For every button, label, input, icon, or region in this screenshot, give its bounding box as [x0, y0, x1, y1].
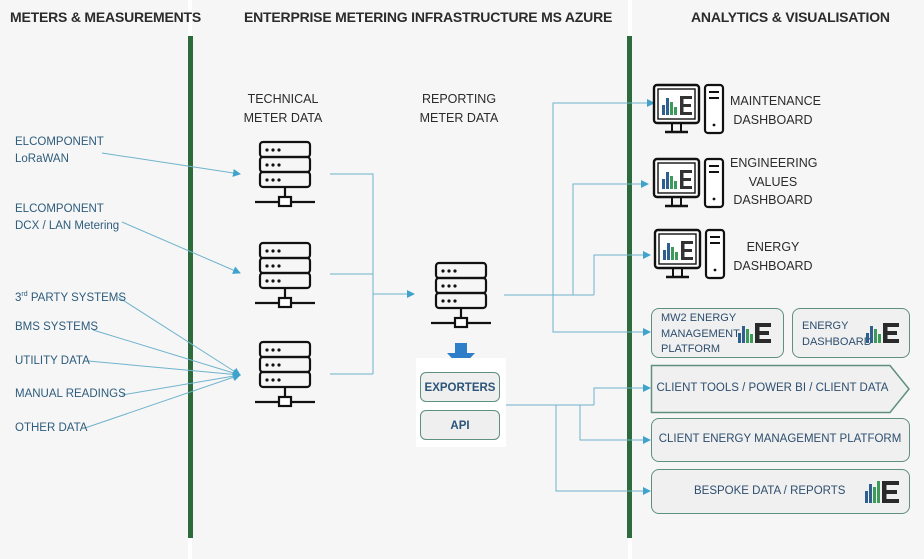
- mw2-line2: MANAGEMENT: [661, 327, 740, 340]
- wire-lorawan: [101, 152, 241, 177]
- wire-engineering: [572, 180, 649, 295]
- maintenance-line2: DASHBOARD: [733, 112, 813, 127]
- engineering-line2: VALUES: [748, 174, 798, 189]
- dashboard-workstation-icon: [652, 157, 725, 209]
- dashboard-workstation-icon: [652, 83, 725, 135]
- wire-bms: [92, 329, 241, 377]
- source-utility: UTILITY DATA: [15, 355, 90, 367]
- server-icon: [255, 340, 315, 408]
- bespoke-box[interactable]: BESPOKE DATA / REPORTS: [651, 469, 910, 514]
- source-dcx: ELCOMPONENT DCX / LAN Metering: [15, 201, 119, 235]
- client-tools-box[interactable]: [650, 364, 912, 414]
- down-arrow-icon: [447, 343, 475, 368]
- engineering-dashboard-label: ENGINEERING VALUES DASHBOARD: [730, 154, 818, 210]
- wire-3rd-party: [117, 296, 241, 376]
- engineering-line1: ENGINEERING: [730, 156, 818, 170]
- source-manual: MANUAL READINGS: [15, 388, 126, 400]
- reporting-server-icon: [431, 261, 491, 329]
- technical-line1: TECHNICAL: [247, 92, 319, 106]
- api-button[interactable]: API: [420, 410, 500, 440]
- divider-left: [188, 36, 193, 538]
- technical-meter-data-label: TECHNICAL METER DATA: [240, 90, 326, 128]
- mw2-line3: PLATFORM: [661, 343, 721, 355]
- server-icon: [255, 140, 315, 208]
- client-emp-box[interactable]: CLIENT ENERGY MANAGEMENT PLATFORM: [651, 418, 910, 462]
- elcomponent-logo-icon: [738, 323, 771, 343]
- wire-dcx: [121, 221, 241, 274]
- energy-box-line1: ENERGY: [802, 320, 849, 332]
- mw2-platform-box[interactable]: MW2 ENERGY MANAGEMENT PLATFORM: [651, 308, 784, 358]
- wire-other: [84, 373, 241, 429]
- mw2-line1: MW2 ENERGY: [661, 312, 737, 324]
- bespoke-label: BESPOKE DATA / REPORTS: [694, 485, 846, 497]
- column-header-infrastructure: ENTERPRISE METERING INFRASTRUCTURE MS AZ…: [244, 9, 613, 25]
- source-dcx-line2: DCX / LAN Metering: [15, 220, 120, 232]
- wire-utility: [87, 360, 241, 379]
- exporters-button[interactable]: EXPORTERS: [420, 372, 500, 402]
- source-3rd-sup: rd: [21, 291, 28, 298]
- wire-client-tools: [593, 384, 651, 405]
- source-other: OTHER DATA: [15, 422, 88, 434]
- energy-box-line2: DASHBOARD: [802, 336, 872, 348]
- reporting-line1: REPORTING: [421, 92, 497, 106]
- reporting-meter-data-label: REPORTING METER DATA: [416, 90, 502, 128]
- dashboard-workstation-icon: [653, 228, 726, 280]
- client-emp-label: CLIENT ENERGY MANAGEMENT PLATFORM: [658, 433, 902, 445]
- energy-dashboard-label: ENERGY DASHBOARD: [730, 238, 816, 275]
- elcomponent-logo-icon: [866, 323, 899, 343]
- source-lorawan-line1: ELCOMPONENT: [15, 136, 104, 148]
- column-header-analytics: ANALYTICS & VISUALISATION: [691, 9, 890, 25]
- reporting-line2: METER DATA: [419, 111, 499, 125]
- source-lorawan-line2: LoRaWAN: [15, 153, 69, 165]
- engineering-line3: DASHBOARD: [733, 193, 813, 207]
- technical-line2: METER DATA: [243, 111, 323, 125]
- maintenance-line1: MAINTENANCE: [730, 94, 821, 108]
- wire-energy: [593, 251, 651, 295]
- column-header-meters: METERS & MEASUREMENTS: [10, 9, 202, 25]
- wire-maintenance: [552, 99, 655, 295]
- divider-right: [627, 36, 632, 538]
- wire-tech-1: [330, 173, 374, 374]
- energy-line1: ENERGY: [746, 240, 800, 254]
- energy-dashboard-box[interactable]: ENERGY DASHBOARD: [792, 308, 910, 358]
- maintenance-dashboard-label: MAINTENANCE DASHBOARD: [730, 92, 821, 129]
- source-dcx-line1: ELCOMPONENT: [15, 203, 104, 215]
- source-3rd-label: PARTY SYSTEMS: [27, 291, 127, 304]
- wire-mw2: [552, 295, 651, 336]
- wire-client-emp: [579, 405, 651, 444]
- source-3rd-prefix: 3: [15, 291, 22, 304]
- client-tools-label: CLIENT TOOLS / POWER BI / CLIENT DATA: [656, 382, 889, 394]
- server-icon: [255, 241, 315, 309]
- elcomponent-logo-icon: [865, 481, 899, 503]
- source-bms: BMS SYSTEMS: [15, 321, 99, 333]
- source-3rd-party: 3rd PARTY SYSTEMS: [15, 286, 126, 307]
- wire-manual: [121, 372, 241, 396]
- wire-bespoke: [555, 405, 651, 495]
- energy-line2: DASHBOARD: [733, 258, 813, 273]
- source-lorawan: ELCOMPONENT LoRaWAN: [15, 134, 104, 168]
